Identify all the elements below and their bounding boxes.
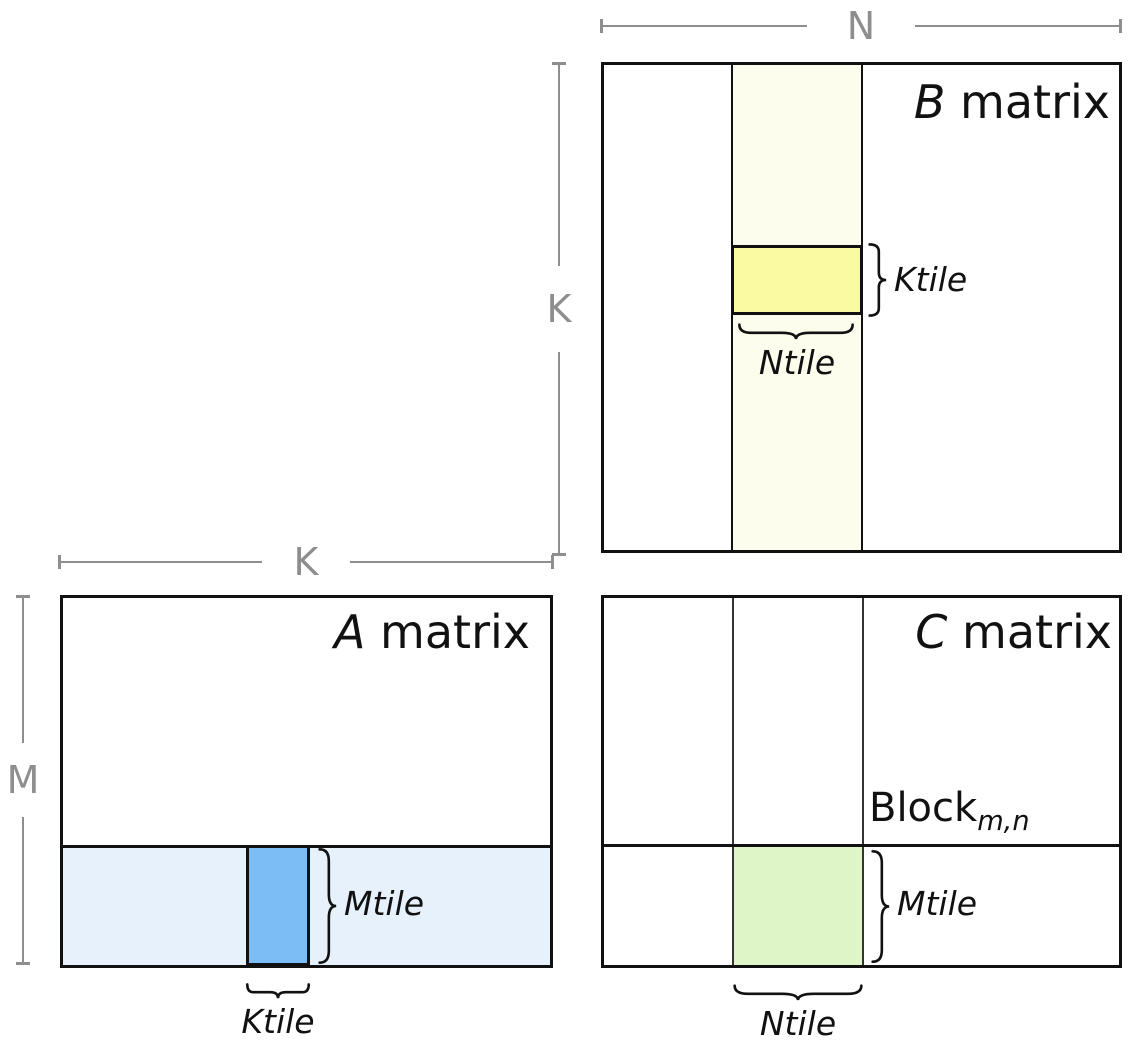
dimension-label-n: N <box>846 4 876 48</box>
matrix-b-title-letter: B <box>913 75 946 129</box>
matrix-c-block-tile <box>732 847 864 965</box>
dimension-tick <box>552 62 566 65</box>
ktile-label-a: Ktile <box>241 1002 315 1041</box>
dimension-tick <box>600 19 603 33</box>
dimension-tick <box>58 555 61 569</box>
block-mn-word: Block <box>869 785 978 831</box>
dimension-line-segment <box>61 561 262 563</box>
dimension-line-segment <box>915 25 1119 27</box>
ntile-label-c: Ntile <box>759 1004 837 1043</box>
matrix-b-title-word: matrix <box>945 75 1110 129</box>
mtile-brace-c <box>869 849 891 964</box>
mtile-brace-a <box>316 847 338 965</box>
dimension-line-segment <box>22 598 24 743</box>
matrix-b-title: B matrix <box>800 76 1110 128</box>
mtile-label-c: Mtile <box>897 884 978 923</box>
block-mn-subscript: m,n <box>977 806 1030 837</box>
matrix-b-ktile-block <box>731 245 863 315</box>
matrix-a-title: A matrix <box>230 606 530 658</box>
matrix-a-title-word: matrix <box>365 605 530 659</box>
dimension-line-m: M <box>7 595 39 965</box>
dimension-tick <box>551 555 555 569</box>
dimension-tick <box>16 962 30 965</box>
dimension-line-k-horizontal: K <box>58 543 555 581</box>
ktile-brace <box>866 243 888 317</box>
dimension-label-m: M <box>6 758 40 802</box>
dimension-tick <box>552 553 566 556</box>
matrix-c-title-word: matrix <box>947 605 1112 659</box>
dimension-label-k-horizontal: K <box>293 540 319 584</box>
mtile-label-a: Mtile <box>344 884 425 923</box>
dimension-tick <box>16 595 30 598</box>
block-mn-label: Blockm,n <box>869 785 1030 835</box>
dimension-tick <box>1119 19 1122 33</box>
ktile-underbrace-a <box>246 981 310 1000</box>
dimension-line-n: N <box>600 7 1122 45</box>
matrix-a-title-letter: A <box>333 605 366 659</box>
ntile-underbrace-c <box>732 982 864 1002</box>
matrix-a-mtile-block <box>246 845 310 966</box>
ktile-label-b: Ktile <box>894 260 968 299</box>
dimension-line-segment <box>350 561 552 563</box>
dimension-line-segment <box>22 817 24 962</box>
matrix-c-title: C matrix <box>800 606 1112 658</box>
dimension-line-k-vertical: K <box>546 62 572 556</box>
dimension-line-segment <box>558 352 560 553</box>
matrix-c-row-line <box>604 844 1119 847</box>
matrix-c-column-line-right <box>862 598 864 965</box>
ntile-label-b: Ntile <box>758 343 836 382</box>
dimension-label-k-vertical: K <box>546 287 572 331</box>
dimension-line-segment <box>603 25 807 27</box>
ntile-underbrace-b <box>737 321 855 341</box>
matrix-c-title-letter: C <box>915 605 948 659</box>
matrix-c-column-line-left <box>732 598 734 965</box>
dimension-line-segment <box>558 65 560 266</box>
